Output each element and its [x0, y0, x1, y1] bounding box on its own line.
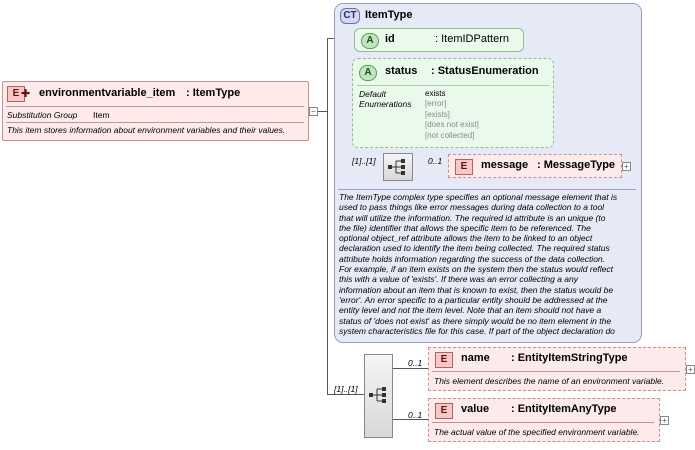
sequence-compositor[interactable] [383, 153, 413, 181]
substitution-group-label: Substitution Group [7, 110, 78, 120]
divider [6, 122, 304, 123]
id-attribute-name: id [385, 33, 395, 45]
expand-icon: ✚ [21, 88, 31, 100]
value-element-box[interactable]: E value : EntityItemAnyType The actual v… [428, 398, 660, 442]
name-element-box[interactable]: E name : EntityItemStringType This eleme… [428, 347, 686, 391]
status-attribute-type: : StatusEnumeration [431, 65, 539, 77]
outer-sequence-compositor[interactable] [364, 354, 393, 438]
value-element-type: : EntityItemAnyType [511, 403, 617, 415]
doc-line: attribute holds information regarding th… [339, 253, 606, 264]
root-documentation: This item stores information about envir… [7, 125, 286, 135]
default-label: Default [359, 89, 386, 99]
root-element-box[interactable]: E ✚ environmentvariable_item : ItemType … [2, 81, 309, 141]
substitution-group-value: Item [93, 110, 110, 120]
connector-line [327, 38, 328, 395]
complex-type-doc-divider [338, 189, 636, 190]
doc-line: that will utilize the information. The r… [339, 212, 606, 223]
default-value: exists [425, 89, 446, 98]
element-badge: E [435, 403, 453, 419]
complex-type-documentation: The ItemType complex type specifies an o… [339, 192, 637, 336]
doc-line: The ItemType complex type specifies an o… [339, 192, 618, 202]
attribute-badge: A [359, 65, 377, 81]
id-attribute-box[interactable]: A id : ItemIDPattern [354, 28, 524, 52]
value-element-documentation: The actual value of the specified enviro… [434, 427, 640, 437]
doc-line: information about an item that is known … [339, 284, 614, 295]
doc-line: status of 'does not exist' as there simp… [339, 315, 612, 326]
status-attribute-name: status [385, 65, 418, 77]
complex-type-name: ItemType [365, 9, 413, 21]
element-badge: E [7, 86, 25, 102]
enumeration-value: [not collected] [425, 130, 475, 140]
doc-line: declaration used to identify the item be… [339, 243, 610, 254]
enumeration-value: [exists] [425, 109, 450, 119]
message-element-box[interactable]: E message : MessageType [448, 154, 622, 178]
sequence-icon [388, 159, 405, 175]
message-element-name: message [481, 159, 529, 171]
enumeration-value: [does not exist] [425, 120, 479, 129]
sequence-cardinality: [1]..[1] [352, 156, 376, 166]
doc-line: entity level and not the item level. Not… [339, 305, 602, 316]
outer-sequence-cardinality: [1]..[1] [334, 384, 358, 394]
name-element-documentation: This element describes the name of an en… [434, 376, 665, 386]
doc-line: used to pass things like error messages … [339, 202, 605, 213]
status-attribute-box[interactable]: A status : StatusEnumeration Default Enu… [352, 58, 554, 148]
expand-toggle[interactable]: + [686, 365, 695, 374]
name-cardinality: 0..1 [408, 358, 423, 368]
connector-line [392, 368, 428, 369]
doc-line: For example, if an item exists on the sy… [339, 264, 614, 275]
attribute-badge: A [361, 33, 379, 49]
connector-line [318, 111, 328, 112]
value-cardinality: 0..1 [408, 410, 423, 420]
enumeration-value: [error] [425, 99, 447, 108]
message-cardinality: 0..1 [428, 156, 443, 166]
root-element-name: environmentvariable_item [39, 87, 176, 99]
divider [357, 85, 549, 86]
element-badge: E [435, 352, 453, 368]
doc-line: this with a value of 'exists'. If there … [339, 274, 578, 285]
doc-line: optional object_ref attribute allows the… [339, 233, 593, 244]
collapse-toggle[interactable]: − [309, 107, 318, 116]
divider [6, 106, 304, 107]
doc-line: the file) identifier that allows the spe… [339, 222, 591, 233]
doc-line: system characteristics file for this cas… [339, 325, 615, 336]
element-badge: E [455, 159, 473, 175]
root-element-type: : ItemType [186, 87, 241, 99]
complex-type-badge: CT [340, 8, 360, 24]
enumerations-label: Enumerations [359, 99, 412, 109]
value-element-name: value [461, 403, 490, 415]
divider [432, 371, 680, 372]
name-element-type: : EntityItemStringType [511, 352, 628, 364]
connector-line [327, 38, 335, 39]
sequence-icon [369, 387, 386, 403]
connector-line [327, 394, 364, 395]
id-attribute-type: : ItemIDPattern [435, 33, 509, 45]
divider [432, 422, 654, 423]
message-element-type: : MessageType [537, 159, 616, 171]
expand-toggle[interactable]: + [660, 416, 669, 425]
connector-line [392, 419, 428, 420]
expand-toggle[interactable]: + [622, 162, 631, 171]
name-element-name: name [461, 352, 490, 364]
doc-line: 'error'. An error specific to a particul… [339, 294, 608, 305]
